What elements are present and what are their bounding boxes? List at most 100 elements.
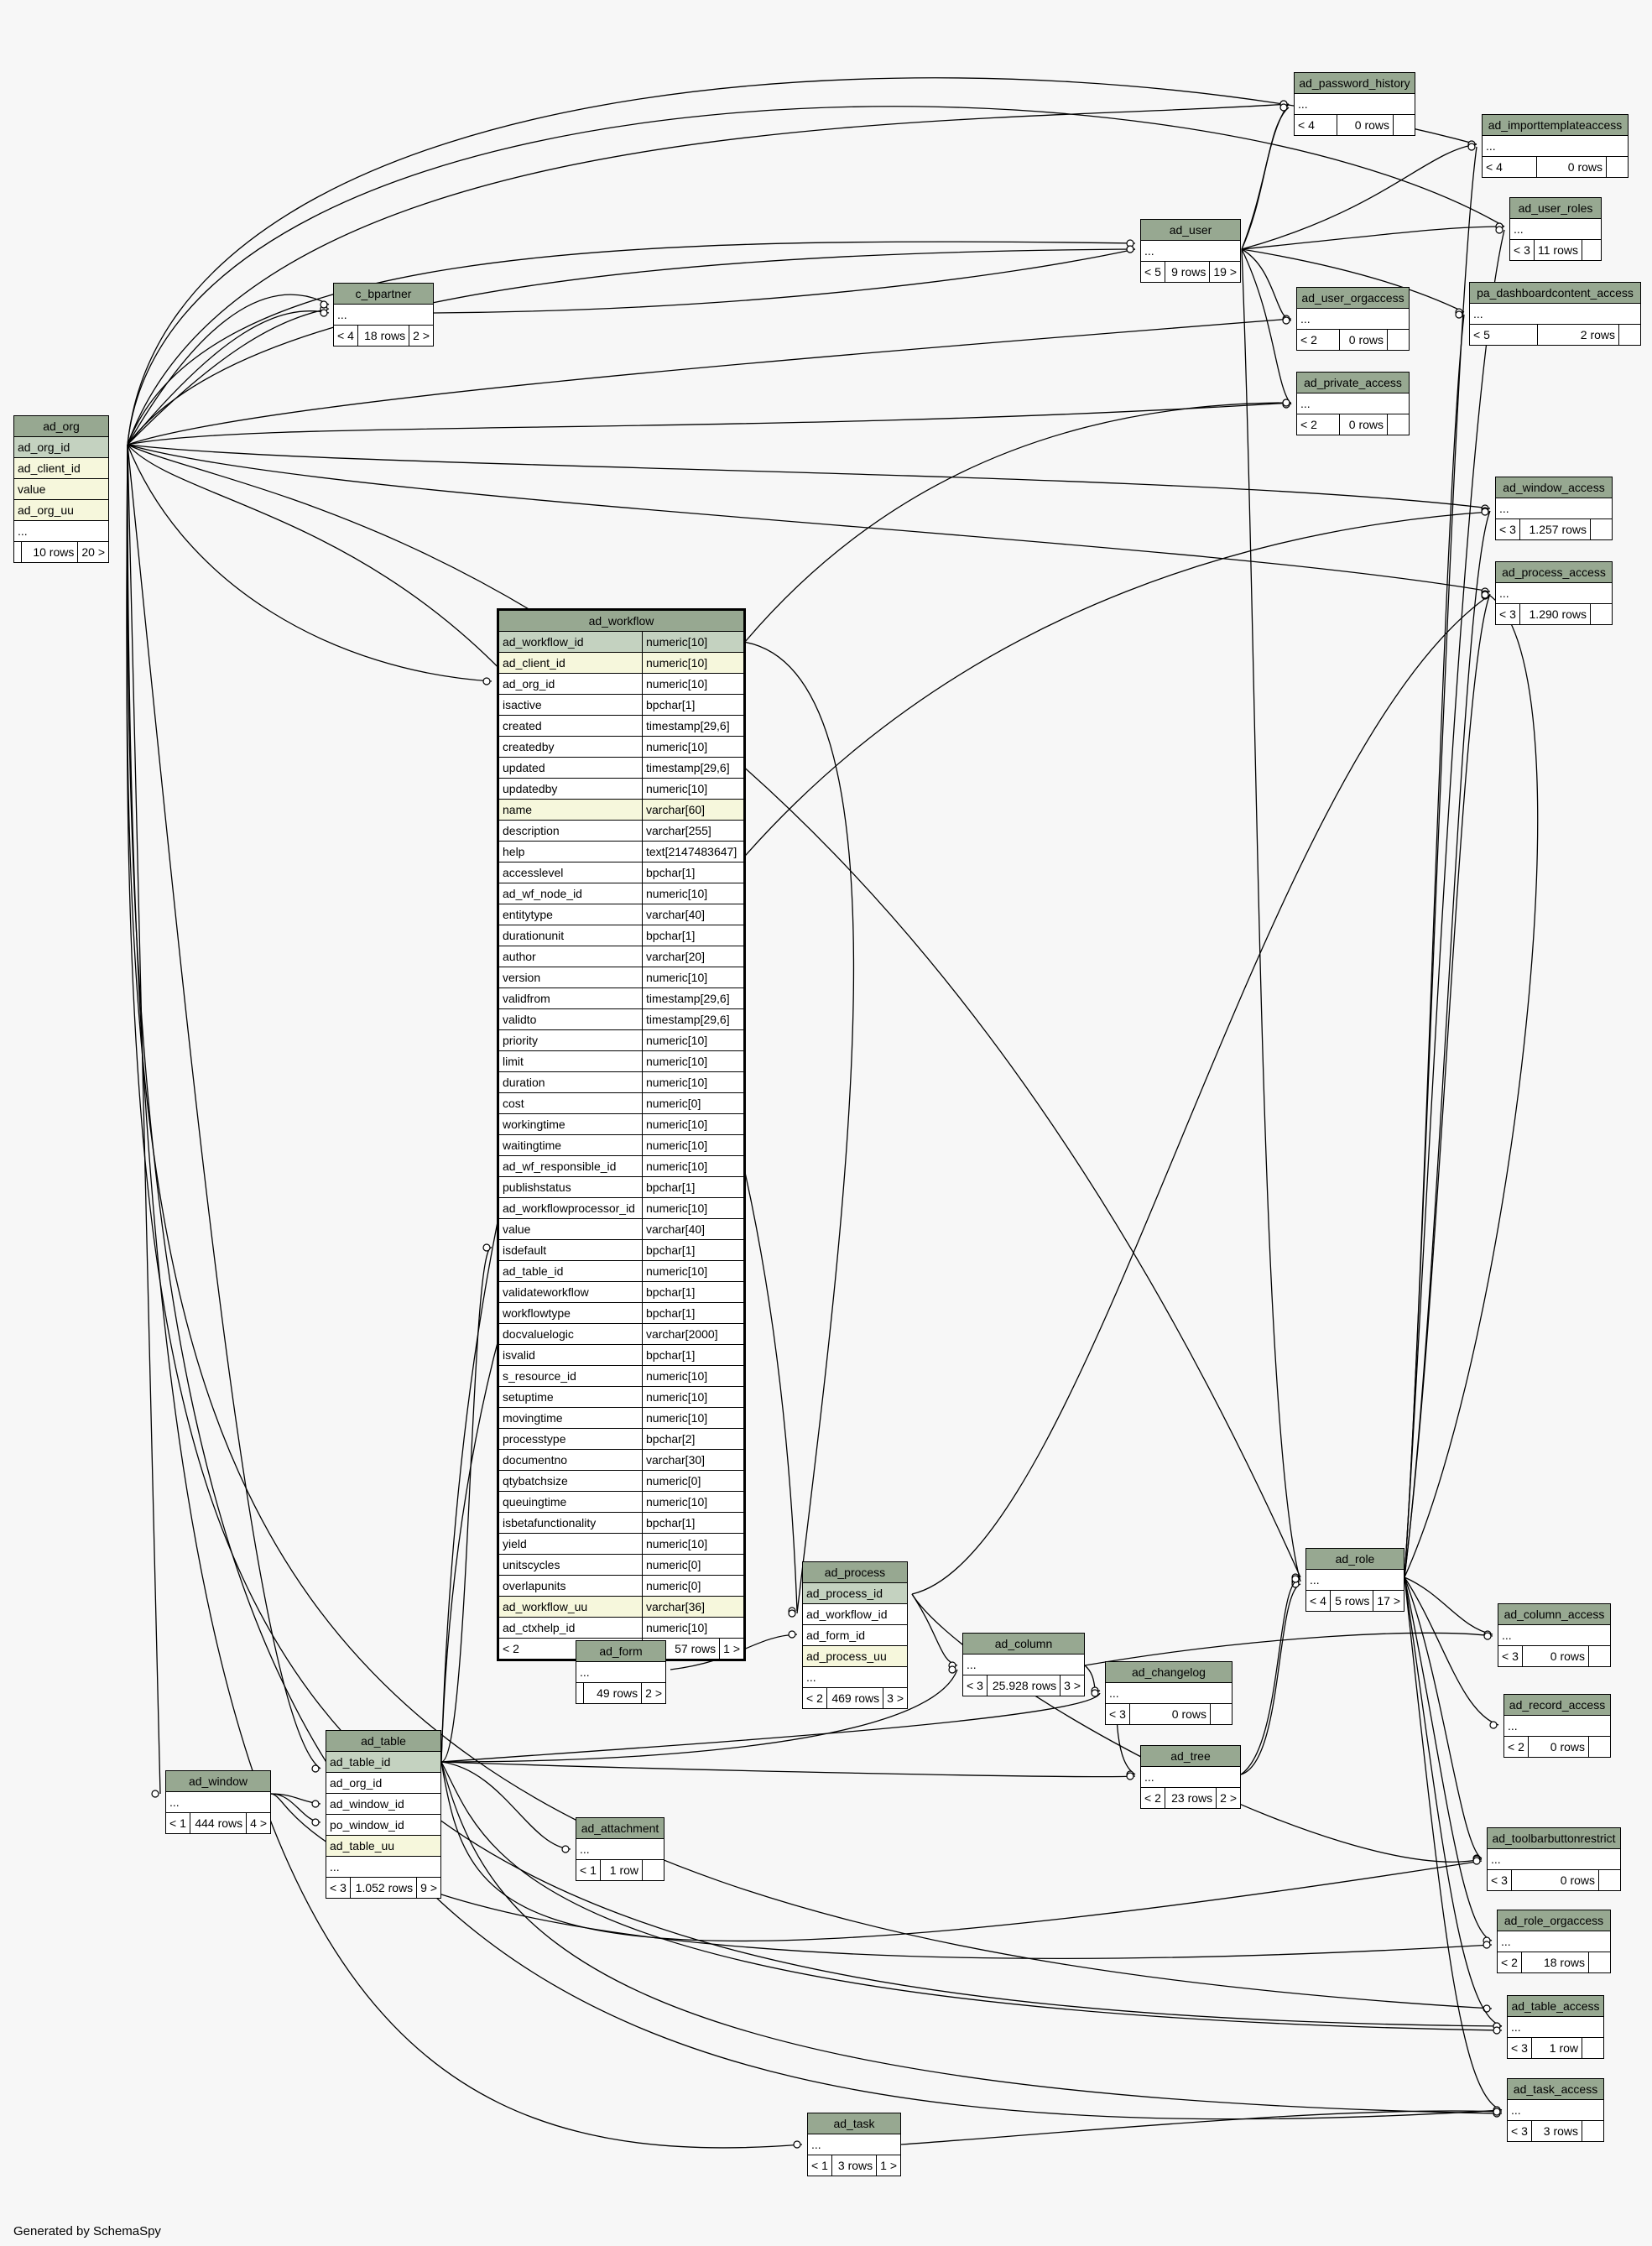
column-type: numeric[0]	[642, 1093, 743, 1113]
children-count	[1393, 115, 1415, 135]
row-count: 469 rows	[826, 1688, 883, 1708]
column-name: ad_table_uu	[330, 1839, 395, 1853]
crow-foot-marker	[1495, 226, 1503, 234]
table-title: ad_task_access	[1508, 2079, 1603, 2100]
column-name: overlapunits	[503, 1579, 566, 1592]
column-name: accesslevel	[503, 866, 564, 879]
row-count: 444 rows	[190, 1813, 246, 1833]
parents-count: < 3	[1499, 523, 1516, 536]
children-count: 19 >	[1209, 262, 1240, 282]
column-row: ...	[963, 1655, 1084, 1675]
relationship-line	[440, 1761, 571, 1850]
column-type: numeric[10]	[642, 1156, 743, 1176]
column-type: numeric[10]	[642, 1261, 743, 1281]
table-title: ad_user_roles	[1510, 198, 1601, 219]
column-name: author	[503, 950, 536, 963]
column-type: numeric[10]	[642, 1387, 743, 1407]
column-row: ...	[1483, 136, 1628, 157]
relationship-line	[127, 248, 1136, 446]
column-name: ad_workflow_id	[503, 635, 584, 649]
row-count: 1.052 rows	[350, 1878, 416, 1898]
table-title: ad_column_access	[1498, 1604, 1610, 1625]
column-row: ...	[1508, 2017, 1603, 2038]
column-name: ...	[580, 1842, 590, 1856]
column-type: numeric[10]	[642, 1618, 743, 1638]
column-row: ...	[14, 521, 108, 542]
column-row: ...	[1141, 241, 1240, 262]
row-count: 0 rows	[1528, 1737, 1588, 1757]
column-name: ...	[1300, 397, 1311, 410]
parents-count: < 2	[503, 1642, 519, 1655]
column-name: ad_org_uu	[18, 503, 74, 517]
relationship-line	[911, 1593, 958, 1666]
row-count: 1 row	[600, 1860, 642, 1880]
column-type: bpchar[1]	[642, 1282, 743, 1302]
column-name: validfrom	[503, 992, 550, 1005]
crow-foot-marker	[948, 1665, 956, 1674]
crow-foot-marker	[311, 1764, 320, 1773]
column-name: ad_table_id	[330, 1755, 391, 1769]
column-name: ad_client_id	[503, 656, 565, 670]
parents-count: < 3	[967, 1679, 983, 1692]
relationship-line	[127, 444, 161, 1795]
column-name: duration	[503, 1076, 545, 1089]
relationship-line	[127, 444, 1491, 592]
relationship-line	[440, 1761, 1483, 1942]
relationship-line	[1240, 1583, 1301, 1775]
relationship-line	[911, 594, 1491, 1595]
relationship-line	[127, 308, 330, 446]
column-name: ...	[1486, 139, 1496, 153]
parents-count: < 1	[169, 1816, 186, 1830]
parents-count: < 4	[337, 329, 354, 342]
table-title: ad_attachment	[576, 1818, 664, 1839]
column-type: numeric[0]	[642, 1471, 743, 1491]
crow-foot-marker	[311, 1818, 320, 1827]
table-title: pa_dashboardcontent_access	[1470, 283, 1640, 304]
column-name: documentno	[503, 1453, 568, 1467]
column-type: text[2147483647]	[642, 842, 743, 862]
column-name: ...	[337, 308, 347, 321]
crow-foot-marker	[1489, 1721, 1498, 1729]
children-count	[1606, 157, 1628, 177]
relationship-line	[126, 444, 1503, 2027]
column-row: ...	[1106, 1683, 1232, 1704]
relationship-line	[127, 444, 803, 2149]
column-name: ad_table_id	[503, 1264, 564, 1278]
crow-foot-marker	[1472, 1857, 1481, 1865]
